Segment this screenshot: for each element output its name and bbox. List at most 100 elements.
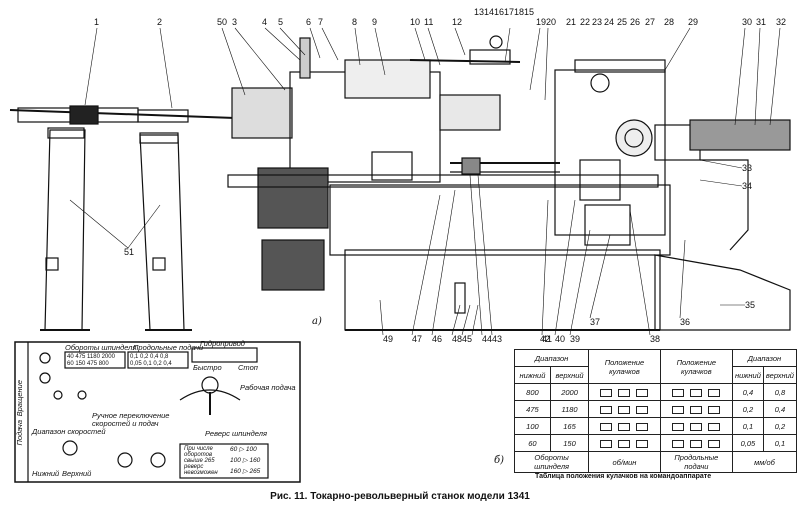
cam-marker <box>708 439 721 448</box>
feed-side-label: Подача <box>15 420 24 446</box>
callout-10: 10 <box>410 17 421 27</box>
revs-row-2: 60 150 475 800 <box>67 361 109 367</box>
cam-position-cell <box>659 434 733 452</box>
cam-marker <box>636 388 649 397</box>
callout-15: 15 <box>524 7 535 17</box>
rotation-side-label: Вращение <box>15 380 24 417</box>
callout-8: 8 <box>352 17 358 27</box>
cam-marker <box>672 405 685 414</box>
feed-row-2: 0,05 0,1 0,2 0,4 <box>130 361 172 367</box>
cam-marker <box>600 439 613 448</box>
cam-position-cell <box>588 383 661 401</box>
table-cell: 1180 <box>549 400 590 418</box>
table-cell: 475 <box>514 400 551 418</box>
table-cell: 800 <box>514 383 551 401</box>
table-cell: 0,1 <box>762 434 798 452</box>
cam-position-cell <box>588 400 661 418</box>
callout-4: 4 <box>262 17 268 27</box>
callout-9: 9 <box>372 17 378 27</box>
longitudinal-feeds-label: Продольные подачи <box>133 343 204 352</box>
lathe-body <box>227 35 791 331</box>
table-cell: 150 <box>549 434 590 452</box>
cam-position-cell <box>659 383 733 401</box>
callout-50: 50 <box>217 17 228 27</box>
callout-42: 42 <box>540 334 551 344</box>
callout-19: 19 <box>536 17 547 27</box>
callout-2: 2 <box>157 17 163 27</box>
cam-marker <box>600 388 613 397</box>
callout-14: 14 <box>484 7 495 17</box>
ratio-row-2: 100 ▷ 160 <box>230 457 261 464</box>
lower-header-right: нижний <box>731 366 764 384</box>
callout-31: 31 <box>756 17 767 27</box>
callout-35: 35 <box>745 300 756 310</box>
cam-marker <box>690 405 703 414</box>
callout-12: 12 <box>452 17 463 27</box>
table-cell: 60 <box>514 434 551 452</box>
callout-40: 40 <box>555 334 566 344</box>
table-cell: 0,2 <box>731 400 764 418</box>
cam-position-table: Диапазон Положение кулачков Положение ку… <box>513 349 798 473</box>
upper-label: Верхний <box>62 469 92 478</box>
table-cell: 0,4 <box>731 383 764 401</box>
figure-label-a: а) <box>312 316 322 327</box>
callout-28: 28 <box>664 17 675 27</box>
callout-6: 6 <box>306 17 312 27</box>
callout-18: 18 <box>514 7 525 17</box>
callout-17: 17 <box>504 7 515 17</box>
callout-22: 22 <box>580 17 591 27</box>
cam-position-cell <box>588 434 661 452</box>
cam-marker <box>690 422 703 431</box>
callout-13: 13 <box>474 7 485 17</box>
callout-30: 30 <box>742 17 753 27</box>
callout-39: 39 <box>570 334 581 344</box>
callout-24: 24 <box>604 17 615 27</box>
spindle-reverse-label: Реверс шпинделя <box>205 429 267 438</box>
lower-label: Нижний <box>32 469 60 478</box>
ratio-row-1: 60 ▷ 100 <box>230 446 257 453</box>
leader-lines <box>69 27 781 336</box>
range-header: Диапазон <box>513 349 590 367</box>
callout-43: 43 <box>492 334 503 344</box>
callout-11: 11 <box>424 17 434 27</box>
cam-marker <box>600 405 613 414</box>
figure-caption: Рис. 11. Токарно-револьверный станок мод… <box>270 491 530 502</box>
lower-header: нижний <box>514 366 551 384</box>
callout-16: 16 <box>494 7 505 17</box>
reverse-note: При числе оборотов свыше 265 реверс нево… <box>184 446 218 476</box>
cam-position-cell <box>659 417 733 435</box>
callout-38: 38 <box>650 334 661 344</box>
callout-27: 27 <box>645 17 656 27</box>
table-cell: 0,4 <box>762 400 798 418</box>
cam-marker <box>672 439 685 448</box>
control-panel-drawing <box>14 341 301 483</box>
cam-marker <box>690 439 703 448</box>
callout-51: 51 <box>124 247 135 257</box>
callout-36: 36 <box>680 317 691 327</box>
footer-left: Обороты шпинделя <box>513 451 590 473</box>
revs-row-1: 40 475 1180 2000 <box>67 354 115 360</box>
cam-marker <box>618 388 631 397</box>
figure-label-b: б) <box>494 455 505 466</box>
table-cell: 165 <box>549 417 590 435</box>
callout-7: 7 <box>318 17 324 27</box>
cam-marker <box>618 422 631 431</box>
cam-marker <box>636 422 649 431</box>
footer-unit-right: мм/об <box>731 451 798 473</box>
callout-1: 1 <box>94 17 100 27</box>
callout-26: 26 <box>630 17 641 27</box>
stop-label: Стоп <box>238 363 258 372</box>
footer-right: Продольные подачи <box>659 451 733 473</box>
cam-marker <box>690 388 703 397</box>
callout-34: 34 <box>742 181 753 191</box>
work-feed-label: Рабочая подача <box>240 383 296 392</box>
table-cell: 2000 <box>549 383 590 401</box>
callout-41: 41 <box>542 334 553 344</box>
